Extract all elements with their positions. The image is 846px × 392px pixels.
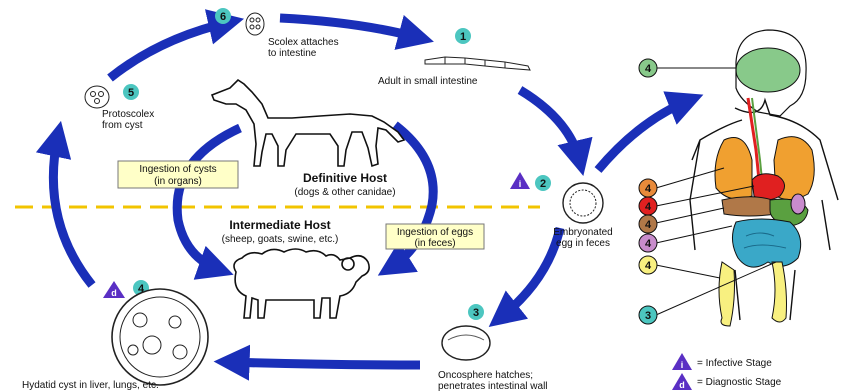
intermediate-host-sub: (sheep, goats, swine, etc.) <box>222 234 339 245</box>
stage-2-label-1: Embryonated <box>553 227 612 238</box>
stage-5-label-2: from cyst <box>102 120 143 131</box>
stage-2-number: 2 <box>540 178 546 190</box>
svg-text:i: i <box>519 179 522 189</box>
arrow-4-to-5 <box>53 135 92 285</box>
stage-6: 6 Scolex attaches to intestine <box>215 8 339 59</box>
stage-5: 5 Protoscolex from cyst <box>85 84 154 131</box>
heart-organ <box>752 174 785 200</box>
box-ingestion-cysts: Ingestion of cysts (in organs) <box>118 161 238 188</box>
human-figure: 4 4 4 4 4 4 3 <box>639 30 838 326</box>
stage-6-number: 6 <box>220 11 226 23</box>
intestine-organ <box>732 219 800 267</box>
kidney-organ <box>791 194 805 214</box>
svg-text:4: 4 <box>645 201 652 213</box>
box-eggs-line-2: (in feces) <box>414 238 455 249</box>
svg-text:4: 4 <box>645 238 652 250</box>
stage-1-number: 1 <box>460 31 466 43</box>
brain-organ <box>736 48 800 92</box>
stage-2: i 2 Embryonated egg in feces <box>510 172 613 249</box>
stage-3-number: 3 <box>473 307 479 319</box>
svg-text:3: 3 <box>645 310 651 322</box>
oncosphere-icon <box>442 326 490 360</box>
dog-icon <box>212 80 404 166</box>
arrow-2-to-3 <box>500 228 560 318</box>
egg-icon <box>563 183 603 223</box>
femur-bone <box>719 262 735 326</box>
svg-text:d: d <box>111 288 117 298</box>
organ-marker-bone: 4 <box>639 256 657 274</box>
stage-6-label-1: Scolex attaches <box>268 37 339 48</box>
intermediate-host-title: Intermediate Host <box>229 218 330 232</box>
stage-1-label: Adult in small intestine <box>378 76 478 87</box>
organ-marker-liver: 4 <box>639 215 657 233</box>
definitive-host-sub: (dogs & other canidae) <box>294 187 395 198</box>
box-ingestion-eggs: Ingestion of eggs (in feces) <box>386 224 484 249</box>
stage-3-label-2: penetrates intestinal wall <box>438 381 548 392</box>
inner-arc-left <box>177 128 240 270</box>
box-cysts-line-1: Ingestion of cysts <box>139 164 216 175</box>
sheep-icon <box>234 249 369 318</box>
protoscolex-icon <box>85 86 109 108</box>
svg-text:i: i <box>681 360 684 370</box>
stage-3: 3 Oncosphere hatches; penetrates intesti… <box>438 304 548 392</box>
stage-4: d 4 Hydatid cyst in liver, lungs, etc. <box>22 280 208 391</box>
svg-text:4: 4 <box>645 219 652 231</box>
hydatid-cyst-icon <box>112 289 208 385</box>
box-eggs-line-1: Ingestion of eggs <box>397 227 473 238</box>
adult-worm-icon <box>425 57 530 70</box>
organ-marker-intestine: 3 <box>639 306 657 324</box>
svg-text:4: 4 <box>645 63 652 75</box>
organ-marker-kidney: 4 <box>639 234 657 252</box>
stage-5-label-1: Protoscolex <box>102 109 154 120</box>
stage-6-label-2: to intestine <box>268 48 317 59</box>
arrow-1-to-2 <box>520 90 580 162</box>
legend-diagnostic-label: = Diagnostic Stage <box>697 377 782 388</box>
scolex-icon <box>246 13 264 35</box>
intermediate-host: Intermediate Host (sheep, goats, swine, … <box>222 218 339 245</box>
legend: i = Infective Stage d = Diagnostic Stage <box>672 353 782 390</box>
svg-text:d: d <box>679 380 685 390</box>
arrow-3-to-4 <box>228 362 420 365</box>
organ-marker-brain: 4 <box>639 59 657 77</box>
svg-text:4: 4 <box>645 260 652 272</box>
stage-3-label-1: Oncosphere hatches; <box>438 370 533 381</box>
definitive-host-title: Definitive Host <box>303 171 387 185</box>
arrow-5-to-6 <box>110 22 230 78</box>
stage-4-label: Hydatid cyst in liver, lungs, etc. <box>22 380 159 391</box>
box-cysts-line-2: (in organs) <box>154 176 202 187</box>
definitive-host: Definitive Host (dogs & other canidae) <box>294 171 395 198</box>
arrow-to-human <box>598 100 690 170</box>
legend-infective-label: = Infective Stage <box>697 358 772 369</box>
organ-marker-heart: 4 <box>639 197 657 215</box>
organ-marker-lungs: 4 <box>639 179 657 197</box>
arrow-6-to-1 <box>280 18 420 38</box>
stage-5-number: 5 <box>128 87 134 99</box>
stage-2-label-2: egg in feces <box>556 238 610 249</box>
svg-text:4: 4 <box>645 183 652 195</box>
